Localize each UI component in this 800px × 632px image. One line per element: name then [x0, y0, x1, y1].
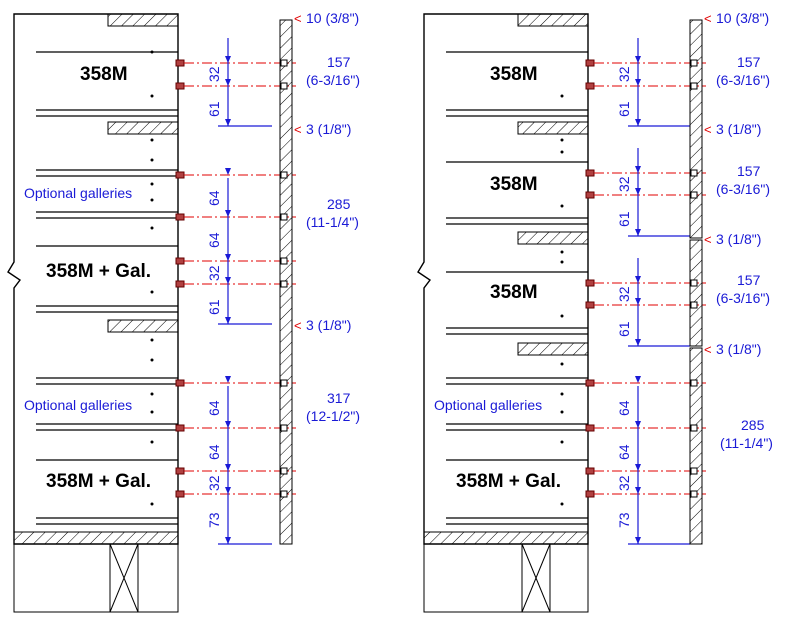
- svg-text:<: <: [294, 122, 302, 137]
- label-358m-2: 358M: [490, 174, 538, 195]
- right-dim-values: 32 61 32 61 32 61 64 64 32 73: [616, 66, 632, 528]
- group-metric-1: 157: [737, 54, 761, 70]
- group-metric-3: 157: [737, 272, 761, 288]
- right-panel-holes: [690, 59, 698, 498]
- right-cabinet: 358M 358M 358M Optional galleries 358M +…: [417, 10, 773, 613]
- group-imperial-3: (12-1/2"): [306, 408, 360, 424]
- right-red-markers: < < < <: [704, 11, 712, 357]
- dim-61: 61: [616, 211, 632, 227]
- right-slides: [585, 59, 595, 498]
- svg-text:<: <: [294, 318, 302, 333]
- dim-32: 32: [206, 265, 222, 281]
- dim-73: 73: [206, 512, 222, 528]
- left-dim-values: 32 61 64 64 32 61 64 64 32 73: [206, 66, 222, 528]
- dim-32: 32: [206, 475, 222, 491]
- foot-cross-2: [521, 543, 551, 613]
- group-metric-2: 157: [737, 163, 761, 179]
- group-imperial-2: (11-1/4"): [306, 214, 359, 230]
- gap-hatch-2: [107, 319, 179, 333]
- svg-text:<: <: [704, 342, 712, 357]
- label-358m-1: 358M: [490, 64, 538, 85]
- right-cabinet-outline: [417, 13, 589, 545]
- label-optional-galleries-1: Optional galleries: [24, 185, 132, 201]
- svg-text:<: <: [704, 11, 712, 26]
- base-foot: [13, 543, 179, 613]
- dim-61: 61: [616, 101, 632, 117]
- dim-61: 61: [616, 321, 632, 337]
- left-cabinet: 358M Optional galleries 358M + Gal. Opti…: [7, 10, 360, 613]
- group-imperial-1: (6-3/16"): [306, 72, 360, 88]
- gap-hatch-3: [517, 342, 589, 356]
- svg-text:<: <: [294, 11, 302, 26]
- dim-64: 64: [206, 232, 222, 248]
- label-358m-gal-1: 358M + Gal.: [46, 261, 151, 282]
- left-centerlines: [184, 62, 296, 495]
- gap-hatch-1: [517, 121, 589, 135]
- left-panel-holes: [280, 59, 288, 498]
- dim-64: 64: [206, 444, 222, 460]
- dim-61: 61: [206, 101, 222, 117]
- right-centerlines: [594, 62, 706, 495]
- left-pin-holes: [150, 50, 154, 506]
- gap-hatch-2: [517, 231, 589, 245]
- top-offset-text: 10 (3/8"): [306, 10, 359, 26]
- label-358m-gal: 358M + Gal.: [456, 471, 561, 492]
- dim-32: 32: [616, 286, 632, 302]
- top-hatch: [107, 13, 179, 27]
- foot-cross-2: [109, 543, 139, 613]
- group-imperial-4: (11-1/4"): [720, 435, 773, 451]
- gap-text-3: 3 (1/8"): [716, 341, 761, 357]
- base-plinth: [423, 531, 589, 545]
- gap-hatch-1: [107, 121, 179, 135]
- base-foot: [423, 543, 589, 613]
- dim-64: 64: [616, 400, 632, 416]
- group-imperial-2: (6-3/16"): [716, 181, 770, 197]
- left-red-markers: < < <: [294, 11, 302, 333]
- base-plinth: [13, 531, 179, 545]
- dim-64: 64: [206, 190, 222, 206]
- gap-text-1: 3 (1/8"): [306, 121, 351, 137]
- foot-box: [521, 543, 551, 613]
- dim-64: 64: [616, 444, 632, 460]
- group-imperial-3: (6-3/16"): [716, 290, 770, 306]
- top-offset-text: 10 (3/8"): [716, 10, 769, 26]
- right-side-panel-2: [689, 239, 703, 347]
- left-shelves: [36, 51, 178, 525]
- dim-73: 73: [616, 512, 632, 528]
- label-optional-galleries: Optional galleries: [434, 397, 542, 413]
- top-hatch: [517, 13, 589, 27]
- left-cabinet-outline: [7, 13, 179, 545]
- dim-61: 61: [206, 299, 222, 315]
- label-optional-galleries-2: Optional galleries: [24, 397, 132, 413]
- right-side-panel-3: [689, 347, 703, 545]
- arrowheads: [225, 56, 641, 544]
- group-metric-4: 285: [741, 417, 765, 433]
- group-imperial-1: (6-3/16"): [716, 72, 770, 88]
- dim-32: 32: [206, 66, 222, 82]
- svg-text:<: <: [704, 122, 712, 137]
- label-358m-3: 358M: [490, 282, 538, 303]
- gap-text-2: 3 (1/8"): [716, 231, 761, 247]
- dim-32: 32: [616, 176, 632, 192]
- foot-box: [109, 543, 139, 613]
- label-358m-gal-2: 358M + Gal.: [46, 471, 151, 492]
- right-pin-holes: [560, 94, 564, 506]
- label-358m-1: 358M: [80, 64, 128, 85]
- dim-64: 64: [206, 400, 222, 416]
- dim-32: 32: [616, 475, 632, 491]
- group-metric-3: 317: [327, 390, 351, 406]
- right-side-panel-1: [689, 19, 703, 239]
- right-shelves: [446, 51, 588, 525]
- dim-32: 32: [616, 66, 632, 82]
- gap-text-2: 3 (1/8"): [306, 317, 351, 333]
- gap-text-1: 3 (1/8"): [716, 121, 761, 137]
- group-metric-2: 285: [327, 196, 351, 212]
- left-dimension-line: [218, 38, 272, 545]
- svg-text:<: <: [704, 232, 712, 247]
- group-metric-1: 157: [327, 54, 351, 70]
